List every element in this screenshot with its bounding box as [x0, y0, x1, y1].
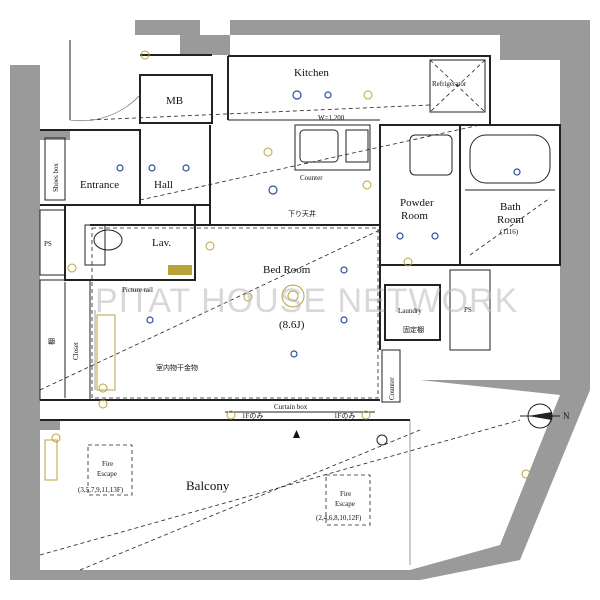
counter-side-label: Counter [388, 377, 396, 400]
outlets [44, 50, 531, 481]
fire-escape-left-line2: Escape [97, 470, 117, 478]
shoes-box-label: Shoes box [52, 163, 60, 192]
width-note: W=1,200 [318, 114, 345, 122]
fire-escape-left-line3: (3,5,7,9,11,13F) [78, 486, 124, 494]
hall-label: Hall [154, 179, 173, 191]
powder-room-label-2: Room [401, 210, 428, 222]
lav-label: Lav. [152, 237, 171, 249]
ps-right-label: PS [464, 306, 472, 314]
fire-escape-right-line2: Escape [335, 500, 355, 508]
indoor-hanger-label: 室内物干金物 [156, 363, 198, 372]
bed-room-label: Bed Room [263, 264, 311, 276]
bath-room-label-1: Bath [500, 201, 521, 213]
laundry-fixed-label: 固定棚 [403, 325, 424, 334]
refrigerator-label: Refrigerator [432, 80, 467, 88]
curtain-box-label: Curtain box [274, 403, 308, 411]
laundry-label: Laundry [398, 307, 422, 315]
mb-label: MB [166, 95, 183, 107]
counter-top-label: Counter [300, 174, 323, 182]
lowered-ceiling-label: 下り天井 [288, 209, 316, 218]
entrance-label: Entrance [80, 179, 119, 191]
room-labels: Kitchen Refrigerator W=1,200 MB Shoes bo… [44, 67, 524, 522]
compass: N [520, 403, 570, 429]
fire-escape-right-line1: Fire [340, 490, 351, 498]
ps-left-label: PS [44, 240, 52, 248]
ceiling-lights [116, 90, 521, 358]
structural-walls [10, 20, 590, 580]
floor-note-right: 1Fのみ [334, 412, 355, 420]
bath-size-label: (1116) [500, 228, 519, 236]
bed-size-label: (8.6J) [279, 319, 305, 331]
watermark: PITAT HOUSE NETWORK [95, 282, 518, 320]
fire-escape-left-line1: Fire [102, 460, 113, 468]
room-walls [39, 40, 561, 571]
fire-escape-right-line3: (2,4,6,8,10,12F) [316, 514, 362, 522]
powder-room-label-1: Powder [400, 197, 434, 209]
shelf-label: 棚 [47, 338, 56, 345]
floor-note-left: 1Fのみ [242, 412, 263, 420]
closet-label: Closet [72, 342, 80, 360]
balcony-label: Balcony [186, 478, 230, 493]
compass-north-label: N [563, 411, 570, 421]
picture-rail-label: Picture rail [122, 286, 153, 294]
kitchen-label: Kitchen [294, 67, 329, 79]
bath-room-label-2: Room [497, 214, 524, 226]
